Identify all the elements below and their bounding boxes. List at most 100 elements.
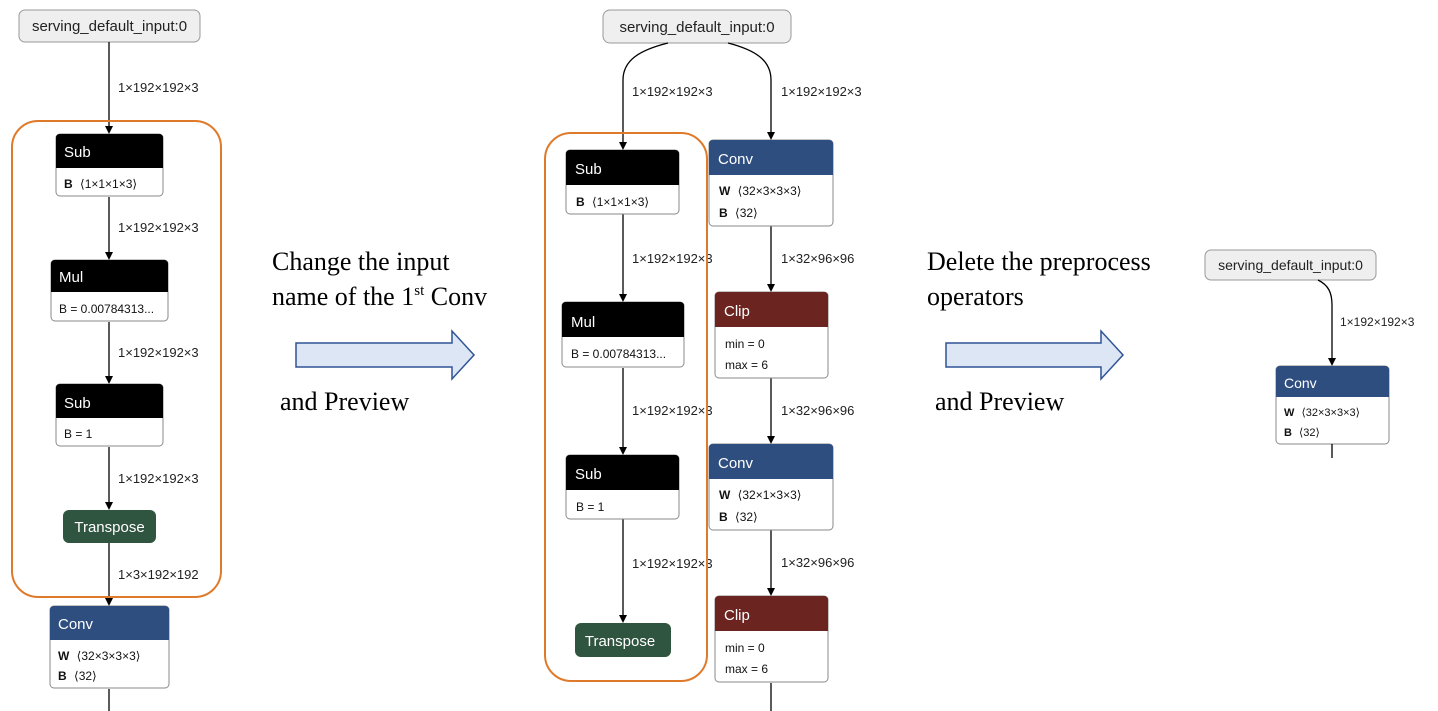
caption1-line2-sup: st — [414, 283, 425, 299]
left-edge-5-head — [105, 598, 113, 606]
middle-edge-label-sub-mul: 1×192×192×3 — [632, 251, 713, 266]
left-transpose-box — [63, 510, 156, 543]
left-sub1-attr-val: ⟨1×1×1×3⟩ — [80, 177, 137, 191]
caption1-line2-pre: name of the 1 — [272, 282, 414, 311]
left-mul-title: Mul — [59, 269, 83, 286]
left-sub1-header — [56, 134, 163, 168]
right-conv-header — [1276, 366, 1389, 397]
middle-clip1-attr1: min = 0 — [725, 337, 765, 351]
right-edge-to-conv — [1317, 279, 1333, 364]
middle-mul-node[interactable]: Mul B = 0.00784313... — [561, 301, 685, 368]
left-sub2-title: Sub — [64, 395, 91, 412]
caption1-line2: name of the 1st Conv — [272, 282, 487, 311]
middle-sub1-title: Sub — [575, 161, 602, 178]
middle-clip2-header — [715, 596, 828, 631]
middle-conv1-header — [709, 140, 833, 175]
left-mul-node[interactable]: Mul B = 0.00784313... — [50, 259, 169, 322]
middle-edge-clip-conv-head — [767, 436, 775, 444]
right-conv-b: B ⟨32⟩ — [1284, 427, 1320, 439]
middle-conv1-w: W ⟨32×3×3×3⟩ — [719, 184, 801, 198]
left-edge-label-4: 1×192×192×3 — [118, 471, 199, 486]
middle-clip1-header — [715, 292, 828, 327]
middle-sub1-header — [566, 150, 679, 185]
middle-conv2-title: Conv — [718, 455, 754, 472]
middle-conv2-node[interactable]: Conv W ⟨32×1×3×3⟩ B ⟨32⟩ — [708, 443, 834, 531]
left-conv-b: B ⟨32⟩ — [58, 669, 97, 683]
middle-sub1-attr-val: ⟨1×1×1×3⟩ — [592, 195, 649, 209]
middle-sub1-attr: B ⟨1×1×1×3⟩ — [576, 195, 649, 209]
caption2-line1: Delete the preprocess — [927, 247, 1151, 276]
right-arrow-icon-1 — [295, 329, 476, 381]
middle-sub2-node[interactable]: Sub B = 1 — [565, 454, 680, 520]
left-preprocess-group — [11, 120, 222, 598]
middle-preprocess-group — [544, 132, 708, 682]
right-conv-w-key: W — [1284, 407, 1295, 419]
middle-mul-title: Mul — [571, 314, 595, 331]
left-sub1-attr-key: B — [64, 177, 73, 191]
middle-clip1-attr2: max = 6 — [725, 358, 768, 372]
left-graph: serving_default_input:0 1×192×192×3 1×19… — [11, 9, 222, 711]
left-sub2-attr: B = 1 — [64, 427, 93, 441]
middle-clip1-title: Clip — [724, 303, 750, 320]
right-graph: serving_default_input:0 1×192×192×3 Conv… — [1204, 249, 1415, 458]
middle-clip2-title: Clip — [724, 607, 750, 624]
right-edge-to-conv-head — [1328, 358, 1336, 366]
middle-transpose-box — [575, 623, 671, 657]
middle-edge-label-sub-transpose: 1×192×192×3 — [632, 556, 713, 571]
middle-edge-label-clip-conv: 1×32×96×96 — [781, 403, 854, 418]
middle-conv1-w-key: W — [719, 184, 731, 198]
left-conv-node[interactable]: Conv W ⟨32×3×3×3⟩ B ⟨32⟩ — [49, 605, 170, 689]
middle-conv2-b-val: ⟨32⟩ — [735, 510, 758, 524]
middle-conv1-w-val: ⟨32×3×3×3⟩ — [738, 184, 802, 198]
middle-conv1-title: Conv — [718, 151, 754, 168]
middle-edge-to-conv — [727, 42, 772, 138]
caption1-line1: Change the input — [272, 247, 450, 276]
right-conv-node[interactable]: Conv W ⟨32×3×3×3⟩ B ⟨32⟩ — [1275, 365, 1390, 445]
middle-conv2-b: B ⟨32⟩ — [719, 510, 758, 524]
middle-clip1-node[interactable]: Clip min = 0 max = 6 — [714, 291, 829, 379]
caption2-line2: operators — [927, 282, 1024, 311]
middle-mul-attr: B = 0.00784313... — [571, 347, 666, 361]
left-edge-label-3: 1×192×192×3 — [118, 345, 199, 360]
left-conv-w: W ⟨32×3×3×3⟩ — [58, 649, 140, 663]
middle-edge-label-mul-sub: 1×192×192×3 — [632, 403, 713, 418]
middle-input-node[interactable] — [602, 9, 792, 44]
left-conv-b-val: ⟨32⟩ — [74, 669, 97, 683]
left-transpose-title: Transpose — [74, 519, 144, 536]
middle-conv1-node[interactable]: Conv W ⟨32×3×3×3⟩ B ⟨32⟩ — [708, 139, 834, 227]
left-edge-4-head — [105, 502, 113, 510]
right-conv-w-val: ⟨32×3×3×3⟩ — [1301, 407, 1359, 419]
caption-delete-preprocess: Delete the preprocess operators and Prev… — [927, 247, 1151, 416]
left-mul-attr: B = 0.00784313... — [59, 302, 154, 316]
middle-edge-sub-transpose-head — [619, 615, 627, 623]
left-conv-w-val: ⟨32×3×3×3⟩ — [77, 649, 141, 663]
middle-sub2-attr: B = 1 — [576, 500, 605, 514]
middle-clip2-node[interactable]: Clip min = 0 max = 6 — [714, 595, 829, 683]
left-mul-header — [51, 260, 168, 292]
caption2-line3: and Preview — [935, 387, 1064, 416]
left-conv-title: Conv — [58, 616, 94, 633]
middle-edge-to-conv-head — [767, 132, 775, 140]
caption-change-input: Change the input name of the 1st Conv an… — [272, 247, 487, 416]
left-transpose-node[interactable]: Transpose — [63, 510, 156, 543]
middle-conv2-header — [709, 444, 833, 479]
left-sub1-attr: B ⟨1×1×1×3⟩ — [64, 177, 137, 191]
middle-clip2-attr1: min = 0 — [725, 641, 765, 655]
left-input-label: serving_default_input:0 — [32, 18, 187, 35]
left-sub2-header — [56, 384, 163, 418]
middle-conv2-b-key: B — [719, 510, 728, 524]
right-input-node[interactable] — [1204, 249, 1377, 281]
right-conv-b-val: ⟨32⟩ — [1299, 427, 1320, 439]
middle-input-label: serving_default_input:0 — [619, 19, 774, 36]
middle-sub1-node[interactable]: Sub B ⟨1×1×1×3⟩ — [565, 149, 680, 215]
left-sub1-node[interactable]: Sub B ⟨1×1×1×3⟩ — [55, 133, 164, 197]
right-input-label: serving_default_input:0 — [1218, 257, 1363, 273]
right-conv-w: W ⟨32×3×3×3⟩ — [1284, 407, 1360, 419]
middle-edge-conv-clip2-head — [767, 588, 775, 596]
left-sub2-node[interactable]: Sub B = 1 — [55, 383, 164, 447]
middle-transpose-node[interactable]: Transpose — [575, 623, 671, 657]
right-conv-title: Conv — [1284, 375, 1317, 391]
middle-edge-label-to-conv: 1×192×192×3 — [781, 84, 862, 99]
left-edge-label-1: 1×192×192×3 — [118, 80, 199, 95]
